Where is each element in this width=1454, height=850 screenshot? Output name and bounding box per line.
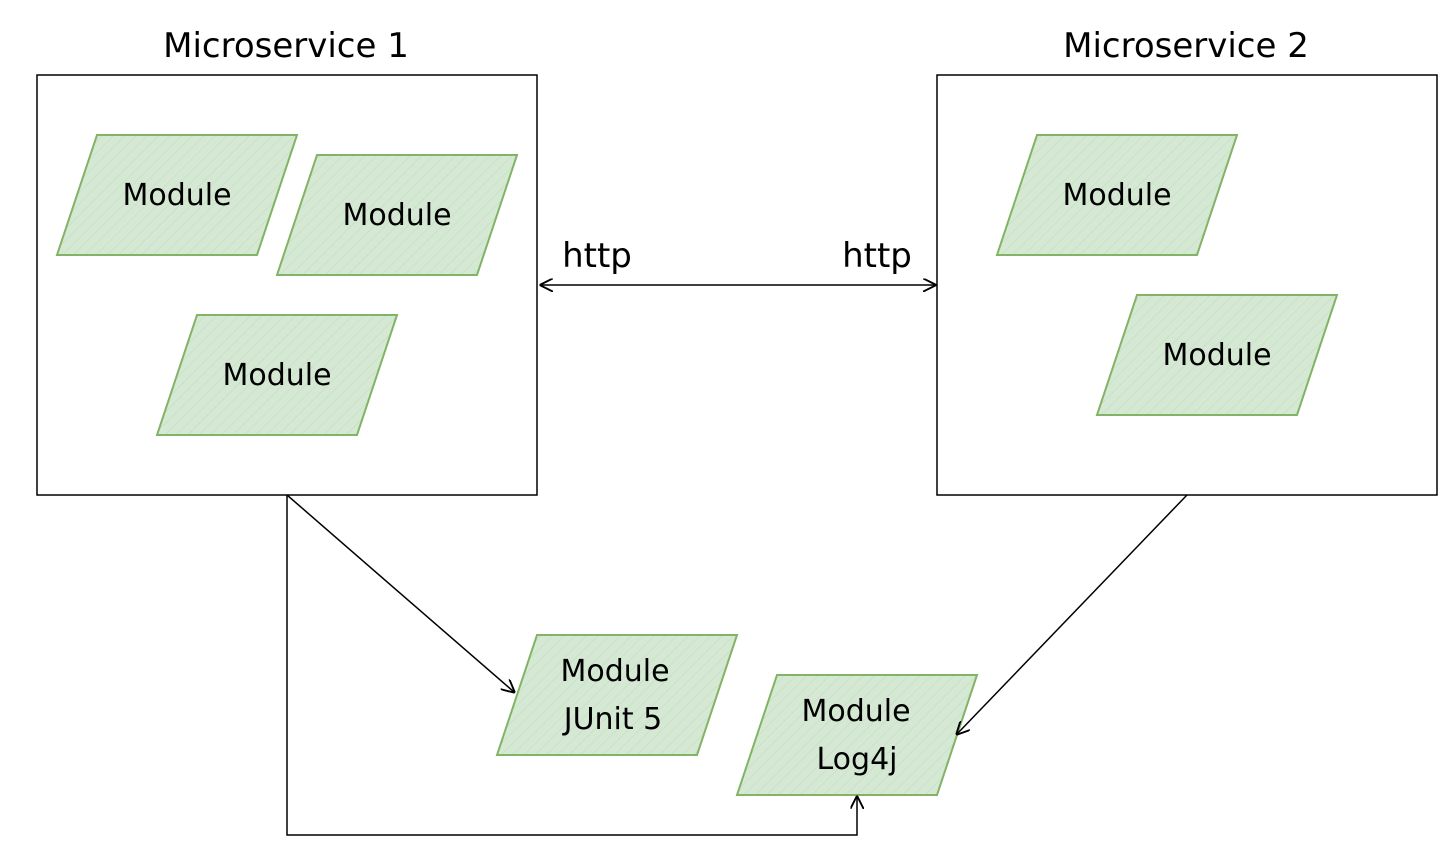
log4j-module: Module Log4j bbox=[735, 674, 979, 796]
microservice-2-title: Microservice 2 bbox=[1063, 26, 1309, 66]
ms2-module-2-label: Module bbox=[1162, 338, 1271, 373]
ms1-module-3-label: Module bbox=[222, 358, 331, 393]
ms2-module-1-label: Module bbox=[1062, 178, 1171, 213]
junit-module-line-1: Module bbox=[560, 654, 669, 689]
http-label-left: http bbox=[562, 236, 632, 276]
microservice-1-title: Microservice 1 bbox=[163, 26, 409, 66]
http-label-right: http bbox=[842, 236, 912, 276]
ms1-module-2-label: Module bbox=[342, 198, 451, 233]
log4j-module-line-2: Log4j bbox=[816, 742, 897, 777]
ms1-to-junit-arrow bbox=[286, 494, 514, 692]
ms1-module-1: Module bbox=[55, 134, 299, 256]
ms2-to-log4j-arrow bbox=[957, 494, 1188, 734]
ms2-module-2: Module bbox=[1095, 294, 1339, 416]
ms1-module-3: Module bbox=[155, 314, 399, 436]
ms1-module-1-label: Module bbox=[122, 178, 231, 213]
junit-module: Module JUnit 5 bbox=[495, 634, 739, 756]
log4j-module-line-1: Module bbox=[801, 694, 910, 729]
junit-module-line-2: JUnit 5 bbox=[562, 702, 663, 737]
ms2-module-1: Module bbox=[995, 134, 1239, 256]
ms1-to-log4j-arrow bbox=[286, 495, 857, 836]
ms1-module-2: Module bbox=[275, 154, 519, 276]
